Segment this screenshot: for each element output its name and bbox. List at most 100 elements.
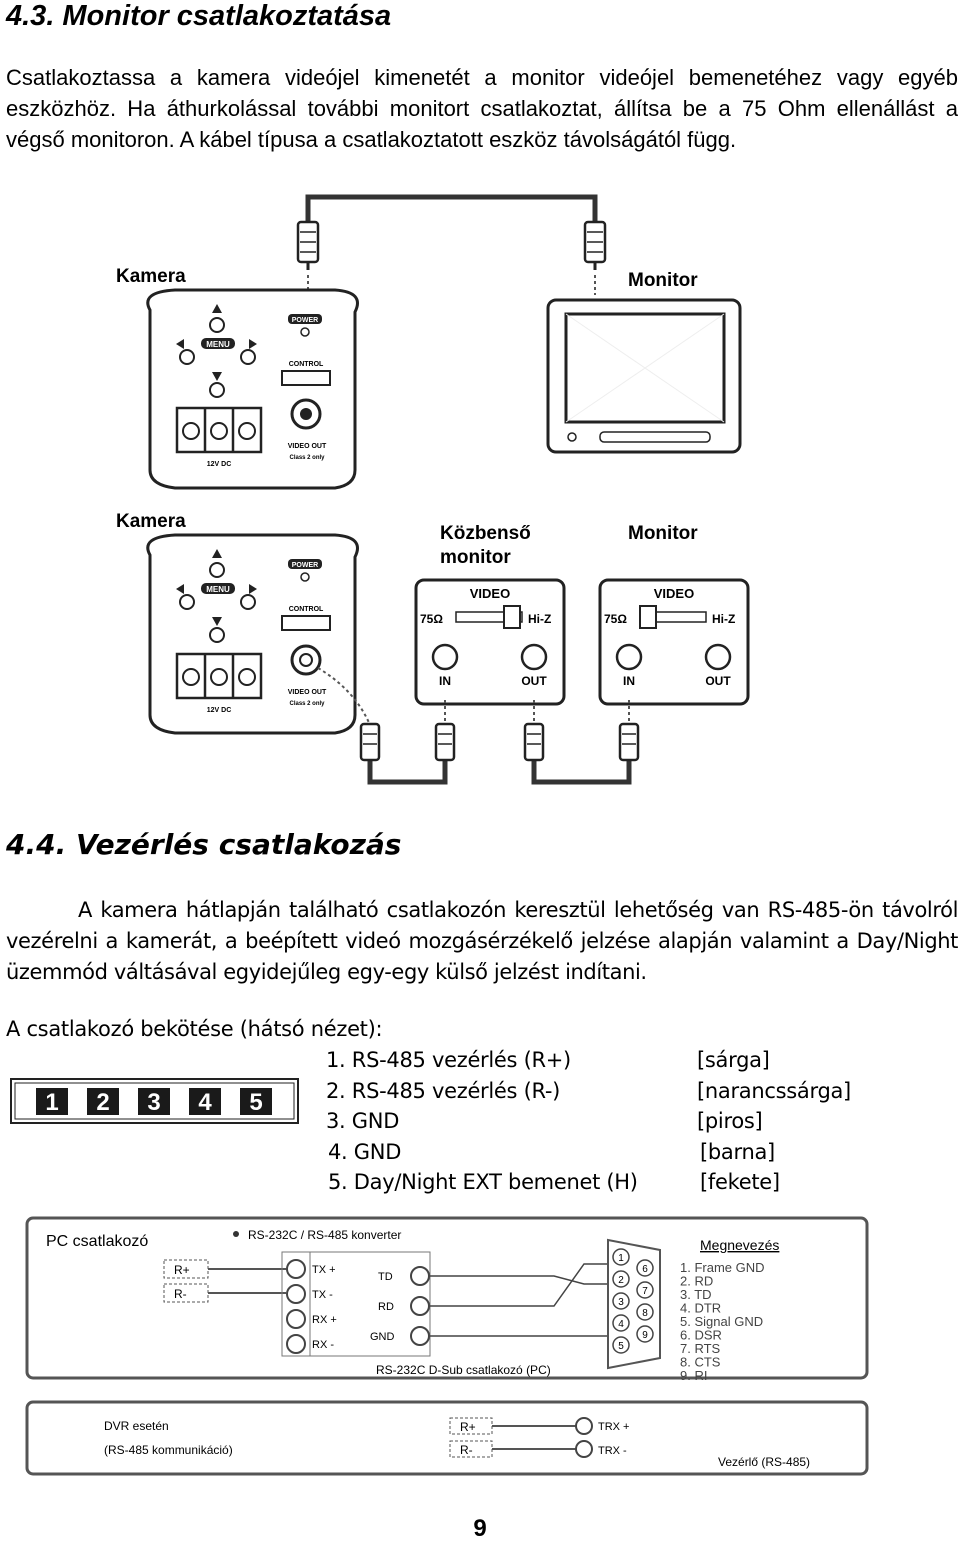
dsub-pin [636, 1303, 654, 1321]
loop-through-diagram: Kamera Közbenső monitor Monitor MENU POW… [116, 511, 750, 785]
dsub-pin [612, 1248, 630, 1266]
monitor-label-2: Monitor [628, 523, 698, 544]
pin-5-label: 5. Day/Night EXT bemenet (H) [328, 1170, 638, 1194]
video-out-label: VIDEO OUT [288, 443, 327, 450]
pin-5-color: [fekete] [700, 1170, 780, 1194]
converter-label: RS-232C / RS-485 konverter [248, 1228, 401, 1242]
bnc-plug-icon [296, 220, 320, 270]
dsub-pin [636, 1325, 654, 1343]
dsub-pin-number: 6 [642, 1264, 648, 1275]
ohm-label-1: 75Ω [420, 612, 443, 626]
dvr-trxm: TRX - [598, 1445, 627, 1457]
in-label-2: IN [623, 674, 635, 688]
middle-monitor-label-2: monitor [440, 547, 511, 568]
monitor-icon [546, 298, 742, 454]
connector-subheading: A csatlakozó bekötése (hátsó nézet): [6, 1017, 383, 1041]
pc-connection-diagram: PC csatlakozó RS-232C / RS-485 konverter… [25, 1216, 869, 1383]
control-paragraph: A kamera hátlapján található csatlakozón… [6, 895, 958, 988]
pc-rxp: RX + [312, 1314, 337, 1326]
middle-monitor-label-1: Közbenső [440, 523, 531, 544]
dsub-pin [636, 1259, 654, 1277]
pin-3-label: 3. GND [326, 1109, 400, 1133]
connector-pin-block [138, 1088, 170, 1115]
dvr-line1: DVR esetén [104, 1419, 169, 1433]
menu-label: MENU [206, 340, 230, 349]
dsub-pin-number: 7 [642, 1286, 648, 1297]
dsub-pin-number: 8 [642, 1308, 648, 1319]
legend-item: 8. CTS [680, 1355, 721, 1370]
out-label-1: OUT [521, 674, 547, 688]
legend-item: 7. RTS [680, 1341, 721, 1356]
control-label: CONTROL [289, 361, 324, 368]
legend-item: 6. DSR [680, 1328, 722, 1343]
class2-label: Class 2 only [289, 455, 325, 461]
dvr-rminus: R- [460, 1443, 473, 1457]
bnc-plug-icon [523, 722, 545, 762]
connector-pin-number: 2 [96, 1089, 109, 1116]
monitor-paragraph: Csatlakoztassa a kamera videójel kimenet… [6, 65, 958, 152]
ohm-label-2: 75Ω [604, 612, 627, 626]
pc-title: PC csatlakozó [46, 1233, 148, 1250]
legend-item: 2. RD [680, 1274, 713, 1289]
pc-td: TD [378, 1271, 393, 1283]
monitor-label: Monitor [628, 270, 698, 291]
legend-title: Megnevezés [700, 1237, 779, 1253]
menu-label-2: MENU [206, 585, 230, 594]
section-title-control: 4.4. Vezérlés csatlakozás [6, 828, 402, 861]
pin-1-color: [sárga] [697, 1048, 770, 1072]
legend-item: 1. Frame GND [680, 1260, 765, 1275]
pc-rplus: R+ [174, 1263, 190, 1277]
connector-pin-block [36, 1088, 68, 1115]
pin-3-color: [piros] [697, 1109, 763, 1133]
connector-pin-number: 5 [249, 1089, 262, 1116]
pc-txp: TX + [312, 1264, 336, 1276]
camera-label: Kamera [116, 266, 186, 287]
pin-1-label: 1. RS-485 vezérlés (R+) [326, 1048, 571, 1072]
dsub-pin-number: 5 [618, 1341, 624, 1352]
dsub-pin [636, 1281, 654, 1299]
legend-item: 4. DTR [680, 1301, 721, 1316]
pc-gnd: GND [370, 1331, 395, 1343]
video-label-1: VIDEO [470, 586, 510, 601]
pin-2-color: [narancssárga] [697, 1079, 851, 1103]
pin-4-label: 4. GND [328, 1140, 402, 1164]
section-title-monitor: 4.3. Monitor csatlakoztatása [6, 0, 392, 32]
dvr-connection-diagram: DVR esetén (RS-485 kommunikáció) R+ R- T… [25, 1400, 869, 1476]
video-panel-middle: VIDEO 75Ω Hi-Z IN OUT [414, 578, 566, 706]
dsub-pin [612, 1292, 630, 1310]
video-label-2: VIDEO [654, 586, 694, 601]
class2-label-2: Class 2 only [289, 701, 325, 707]
control-paragraph-text: A kamera hátlapján található csatlakozón… [6, 898, 958, 984]
pc-rd: RD [378, 1301, 394, 1313]
camera-label-2: Kamera [116, 511, 186, 532]
dvr-rplus: R+ [460, 1420, 476, 1434]
pc-rminus: R- [174, 1287, 187, 1301]
legend-item: 3. TD [680, 1287, 712, 1302]
page-number: 9 [473, 1515, 487, 1542]
bnc-plug-icon [583, 220, 607, 270]
video-panel-monitor: VIDEO 75Ω Hi-Z IN OUT [598, 578, 750, 706]
dvr-line2: (RS-485 kommunikáció) [104, 1443, 233, 1457]
camera-back-panel-2: MENU POWER CONTROL 12V DC VIDEO OUT Clas… [146, 533, 359, 735]
dvr-controller: Vezérlő (RS-485) [718, 1455, 810, 1469]
connector-pin-number: 3 [147, 1089, 160, 1116]
control-label-2: CONTROL [289, 606, 324, 613]
bnc-plug-icon [618, 722, 640, 762]
out-label-2: OUT [705, 674, 731, 688]
dsub-caption: RS-232C D-Sub csatlakozó (PC) [376, 1363, 551, 1377]
dc-label-2: 12V DC [207, 707, 232, 714]
bnc-plug-icon [434, 722, 456, 762]
dsub-pin-number: 2 [618, 1275, 624, 1286]
hiz-label-2: Hi-Z [712, 612, 735, 626]
dsub-pin [612, 1270, 630, 1288]
dc-label: 12V DC [207, 461, 232, 468]
dsub-pin-number: 1 [618, 1253, 624, 1264]
dsub-pin [612, 1336, 630, 1354]
dsub-pin-number: 3 [618, 1297, 624, 1308]
dsub-pin-number: 9 [642, 1330, 648, 1341]
connector-pin-block [87, 1088, 119, 1115]
dsub-pin [612, 1314, 630, 1332]
pc-txm: TX - [312, 1289, 333, 1301]
